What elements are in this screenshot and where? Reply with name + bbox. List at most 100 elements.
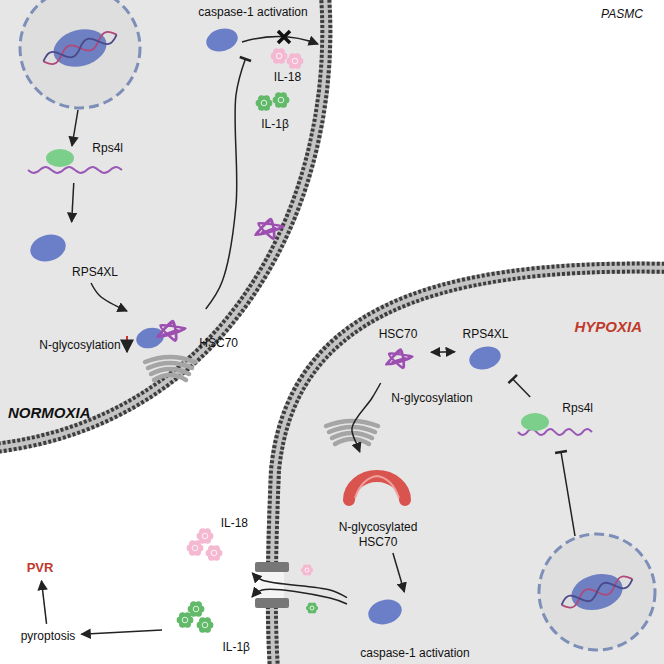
- dna-strand: [560, 574, 635, 611]
- inhibition-connector: [206, 59, 246, 309]
- nucleus: [539, 534, 655, 650]
- glycosylated-protein: [355, 476, 399, 498]
- normoxia-cell: NORMOXIA Rps4lRPS4XL HSC70 caspase-1 activa…: [0, 0, 340, 452]
- hsc70-protein: [157, 321, 185, 341]
- arrow-connector: [91, 283, 127, 311]
- cell-membrane: [272, 268, 664, 664]
- node-label: IL-1β: [222, 640, 250, 654]
- node-label: NORMOXIA: [8, 404, 91, 422]
- cytokine-center: [182, 617, 188, 623]
- node-label: IL-18: [221, 516, 248, 530]
- node-label: IL-1β: [261, 117, 289, 131]
- block-cross: [278, 31, 290, 43]
- node-label: pyroptosis: [21, 629, 76, 643]
- cell-membrane: [0, 0, 326, 448]
- node-label: RPS4XL: [72, 265, 118, 279]
- gsdmd-pore: [255, 598, 289, 608]
- inhibition-connector: [513, 379, 530, 397]
- arrow-connector: [72, 183, 74, 222]
- node-label: PVR: [27, 560, 54, 576]
- cytokine-center: [202, 533, 208, 539]
- edge-label: N-glycosylation: [389, 391, 474, 405]
- node-label: IL-18: [274, 70, 301, 84]
- hsc70-protein: [386, 349, 413, 368]
- protein-item: RPS4XL: [458, 326, 513, 376]
- arrow-connector: [81, 630, 162, 634]
- decrease-arrow: [126, 336, 128, 352]
- cytokine-center: [202, 622, 208, 628]
- dna-helix: [41, 29, 118, 67]
- protein-item: HSC70: [368, 326, 428, 380]
- mrna-item: Rps4l: [25, 140, 125, 180]
- hsc70-protein: [255, 219, 283, 239]
- cytokine-center: [292, 58, 298, 64]
- node-label: HYPOXIA: [574, 318, 642, 336]
- node-label: N-glycosylated HSC70: [328, 520, 428, 549]
- cytoplasm: [272, 268, 664, 664]
- cell-membrane: [0, 0, 326, 448]
- caspase-protein: [365, 596, 404, 628]
- node-label: HSC70: [379, 327, 418, 341]
- inhibition-line: [561, 452, 575, 536]
- enzyme-item: caspase-1 activation: [350, 595, 480, 661]
- cytokine-center: [261, 100, 267, 106]
- golgi-apparatus: [335, 439, 369, 444]
- pore-channel: [260, 572, 284, 598]
- mrna-item: Rps4l: [515, 400, 595, 445]
- gsdmd-pore: [255, 562, 289, 572]
- cytoplasm: [0, 0, 326, 448]
- protein-item: N-glycosylated HSC70: [325, 455, 431, 550]
- arrow-connector: [252, 589, 347, 604]
- protein-item: RPS4XL: [20, 225, 120, 280]
- arrow-connector: [431, 351, 455, 353]
- cytokine-center: [305, 568, 309, 572]
- mrna-strand: [28, 167, 122, 173]
- cell-membrane: [272, 268, 664, 664]
- free-label: N-glycosylation: [39, 338, 120, 352]
- cytokine-center: [276, 53, 282, 59]
- cytokine-center: [211, 550, 217, 556]
- arrow-connector: [393, 553, 404, 592]
- cytokine-item: IL-18: [170, 515, 250, 570]
- outcome-node: pyroptosis: [18, 627, 79, 645]
- node-label: Rps4l: [562, 401, 593, 415]
- node-label: caspase-1 activation: [360, 646, 469, 660]
- dna-strand: [41, 29, 118, 67]
- dna-helix: [560, 574, 635, 611]
- cytokine-center: [278, 97, 284, 103]
- nucleus: [20, 0, 140, 108]
- free-label: PASMC: [601, 7, 643, 21]
- ribosome: [46, 149, 74, 167]
- cytokine-center: [310, 606, 314, 610]
- hypoxia-cell: HYPOXIA HSC70 RPS4XL Rps4lN-glycosylated HS…: [268, 262, 664, 664]
- transcription-arrow: [72, 110, 78, 146]
- cytokine-item: IL-1β: [250, 92, 300, 132]
- ribosome: [521, 413, 549, 431]
- arrow-connector: [41, 581, 46, 624]
- cytokine-center: [193, 606, 199, 612]
- cytokine-item: IL-18: [265, 45, 310, 85]
- node-label: caspase-1 activation: [198, 5, 307, 19]
- glycosylated-protein: [349, 476, 405, 500]
- golgi-apparatus: [154, 375, 186, 380]
- dna-strand: [560, 574, 635, 611]
- dna-strand: [41, 29, 118, 67]
- outcome-node: PVR: [24, 558, 57, 578]
- cell-membrane: [0, 0, 326, 448]
- node-label: RPS4XL: [462, 327, 508, 341]
- caspase-protein: [204, 25, 241, 55]
- cell-outline: [0, 0, 340, 452]
- protein-item: HSC70: [130, 312, 240, 375]
- node-label: Rps4l: [92, 141, 123, 155]
- arrow-connector: [352, 383, 381, 452]
- cytokine-item: IL-1β: [165, 600, 252, 655]
- enzyme-item: caspase-1 activation: [188, 4, 318, 56]
- arrow-connector: [252, 573, 347, 598]
- rps4xl-protein: [27, 231, 69, 265]
- node-label: HSC70: [199, 336, 238, 350]
- cell-membrane: [272, 268, 664, 664]
